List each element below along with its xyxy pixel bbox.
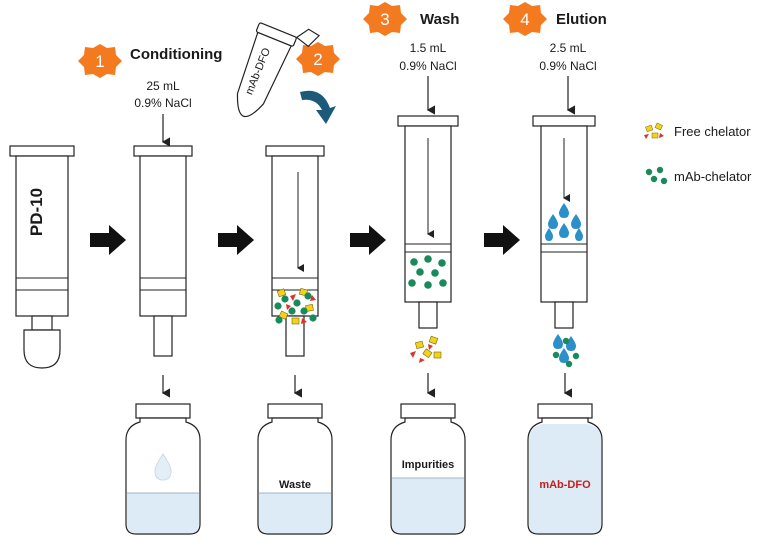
step1-badge: 1 xyxy=(78,44,122,78)
eppendorf-tube: mAb-DFO xyxy=(236,22,321,117)
step4-badge: 4 xyxy=(503,2,547,36)
impurities-label: Impurities xyxy=(402,459,455,471)
step1-volume: 25 mL xyxy=(146,79,180,93)
step4-volume: 2.5 mL xyxy=(550,41,587,55)
curved-arrow-icon xyxy=(300,90,336,124)
mixed-particles xyxy=(274,287,317,325)
step4-title: Elution xyxy=(556,11,607,28)
right-arrow-4 xyxy=(484,225,520,255)
step2-column xyxy=(265,145,325,357)
step3-column xyxy=(397,115,459,329)
step3-volume: 1.5 mL xyxy=(410,41,447,55)
step4-solution: 0.9% NaCl xyxy=(539,59,596,73)
product-vial: mAb-DFO xyxy=(527,403,603,535)
step3-badge: 3 xyxy=(363,2,407,36)
legend: Free chelator mAb-chelator xyxy=(644,122,752,185)
pd10-column: PD-10 xyxy=(9,145,75,369)
legend-free-chelator: Free chelator xyxy=(674,124,751,139)
eluted-mab-drops xyxy=(552,334,580,368)
pd10-label: PD-10 xyxy=(27,188,46,236)
free-chelator-icon xyxy=(644,122,664,139)
step3-solution: 0.9% NaCl xyxy=(399,59,456,73)
impurities-vial: Impurities xyxy=(390,403,466,535)
eluted-chelator-particles xyxy=(410,335,442,363)
step2-badge: 2 xyxy=(296,42,340,76)
right-arrow-2 xyxy=(218,225,254,255)
step1-title: Conditioning xyxy=(130,46,222,63)
step1-solution: 0.9% NaCl xyxy=(134,96,191,110)
right-arrow-3 xyxy=(350,225,386,255)
mab-chelator-icon xyxy=(645,166,668,185)
product-label: mAb-DFO xyxy=(539,479,591,491)
bound-mab-particles xyxy=(408,255,447,289)
step1-number: 1 xyxy=(95,52,104,71)
step3-title: Wash xyxy=(420,11,459,28)
waste-vial: Waste xyxy=(257,403,333,535)
step1-vial xyxy=(125,403,201,535)
right-arrow-1 xyxy=(90,225,126,255)
step4-number: 4 xyxy=(520,10,529,29)
legend-mab-chelator: mAb-chelator xyxy=(674,169,752,184)
step1-column xyxy=(133,145,193,357)
waste-label: Waste xyxy=(279,479,311,491)
elution-drops xyxy=(545,203,583,241)
step2-number: 2 xyxy=(313,50,322,69)
drop-icon xyxy=(154,453,172,481)
step4-column xyxy=(532,115,596,329)
step3-number: 3 xyxy=(380,10,389,29)
